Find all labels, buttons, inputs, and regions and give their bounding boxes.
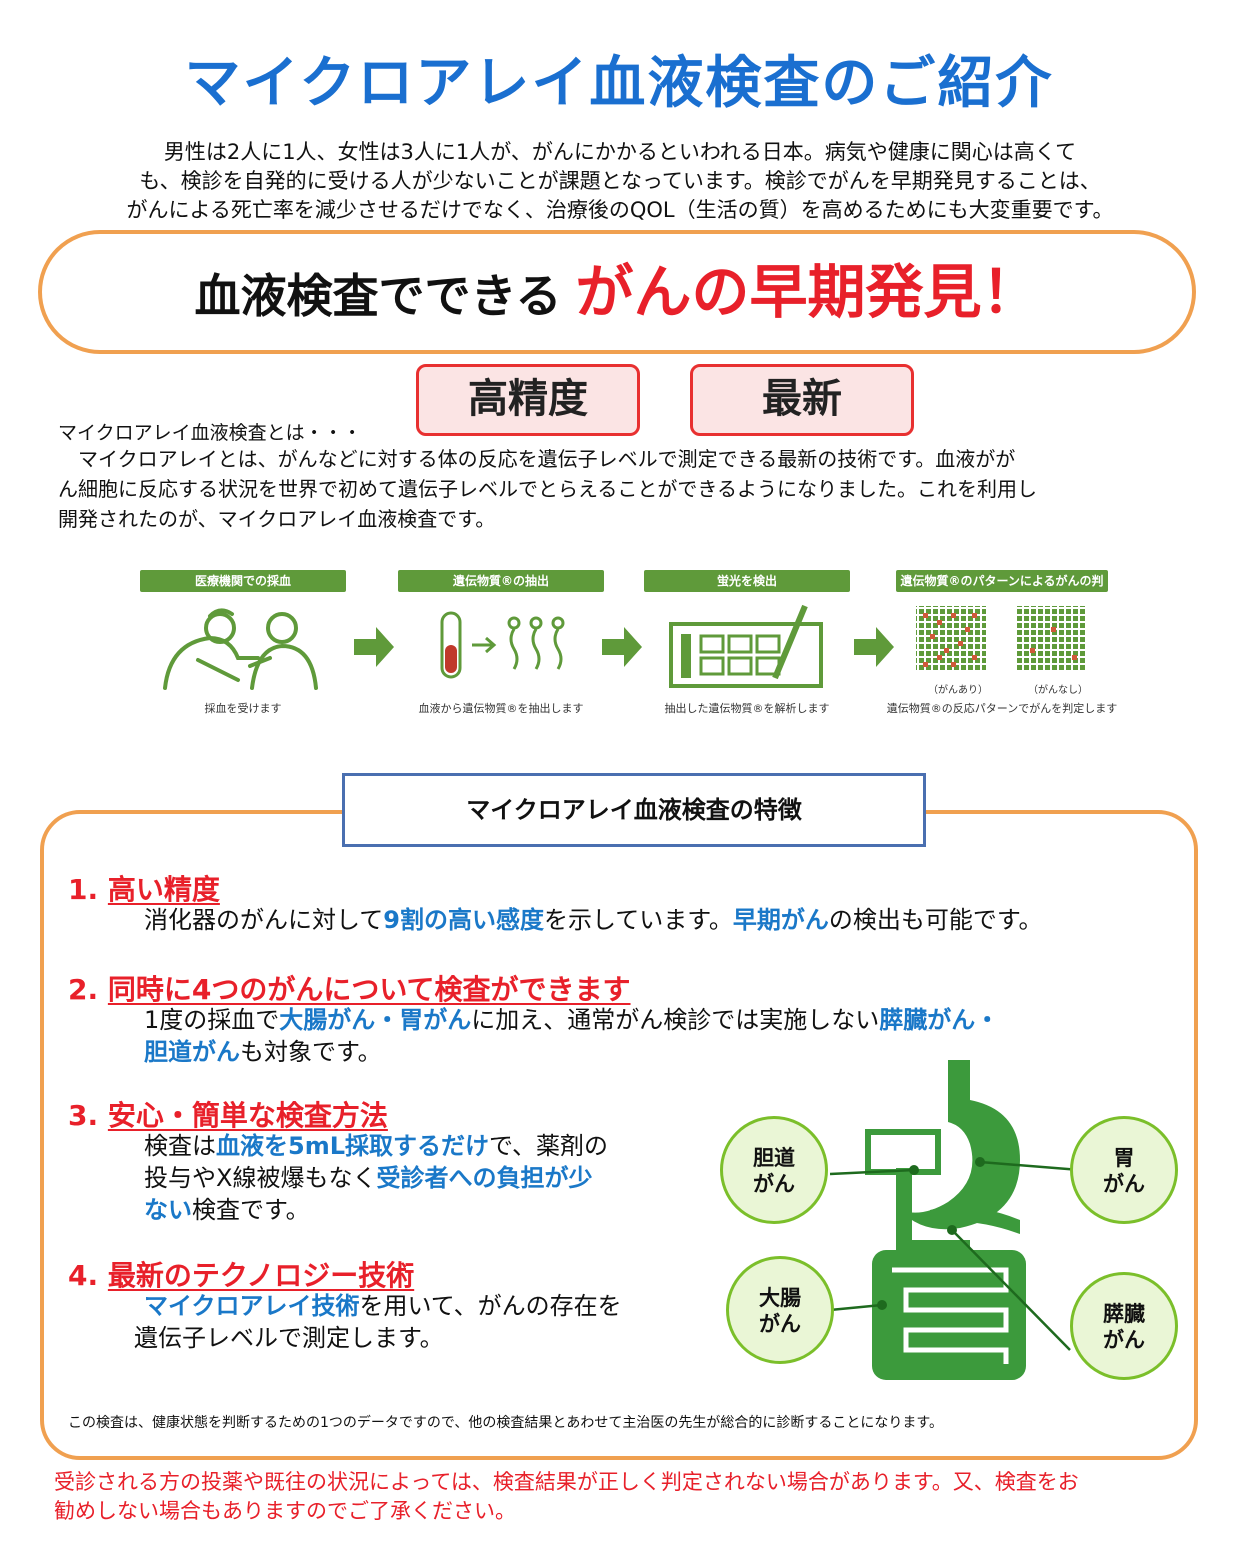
- feature-number: 1.: [68, 873, 99, 906]
- feature-body-3: 検査は血液を5mL採取するだけで、薬剤の 投与やX線被爆もなく受診者への負担が少…: [144, 1130, 608, 1226]
- highlight: 胆道がん: [144, 1038, 240, 1066]
- text: の検出も可能です。: [828, 906, 1043, 934]
- organ-suffix: がん: [1103, 1172, 1145, 1196]
- organ-suffix: がん: [753, 1172, 795, 1196]
- feature-head: 同時に4つのがんについて検査ができます: [107, 973, 631, 1006]
- highlight: 受診者への負担が少: [376, 1164, 593, 1192]
- microarray-grid-illustration: [916, 606, 1086, 672]
- arrow-right-icon: [354, 627, 394, 667]
- highlight: マイクロアレイ技術: [144, 1292, 360, 1320]
- highlight: ない: [144, 1196, 192, 1224]
- feature-body-2: 1度の採血で大腸がん・胃がんに加え、通常がん検診では実施しない膵臓がん・ 胆道が…: [144, 1004, 999, 1068]
- disclaimer-note: この検査は、健康状態を判断するための1つのデータですので、他の検査結果とあわせて…: [68, 1415, 943, 1431]
- fluorescence-illustration: [669, 604, 823, 688]
- feature-number: 2.: [68, 973, 99, 1006]
- text: で、薬剤の: [489, 1132, 609, 1160]
- feature-body-4: マイクロアレイ技術を用いて、がんの存在を 遺伝子レベルで測定します。: [134, 1290, 622, 1354]
- text: も対象です。: [240, 1038, 382, 1066]
- step-caption: 遺伝物質®の反応パターンでがんを判定します: [886, 702, 1118, 715]
- grid-sub-label: （がんあり）: [928, 685, 988, 696]
- organ-label-colon: 大腸 がん: [726, 1256, 834, 1364]
- extraction-illustration: [440, 611, 565, 679]
- intro-line: がんによる死亡率を減少させるだけでなく、治療後のQOL（生活の質）を高めるために…: [126, 198, 1114, 222]
- highlight: 9割の高い感度: [383, 906, 544, 934]
- organ-label-stomach: 胃 がん: [1070, 1116, 1178, 1224]
- arrow-right-icon: [602, 627, 642, 667]
- text: 検査は: [144, 1132, 216, 1160]
- step-caption: 血液から遺伝物質®を抽出します: [418, 702, 584, 715]
- features-title: マイクロアレイ血液検査の特徴: [342, 773, 926, 847]
- intro-line: 男性は2人に1人、女性は3人に1人が、がんにかかるといわれる日本。病気や健康に関…: [163, 140, 1077, 164]
- highlight: 膵臓がん・: [879, 1006, 1000, 1034]
- text: 検査です。: [192, 1196, 310, 1224]
- feature-heading-3: 3. 安心・簡単な検査方法: [68, 1094, 388, 1134]
- organ-name: 膵臓: [1103, 1302, 1145, 1326]
- text: を示しています。: [543, 906, 733, 934]
- step-label-judgement: 遺伝物質®のパターンによるがんの判定: [896, 570, 1108, 610]
- body-line: ん細胞に反応する状況を世界で初めて遺伝子レベルでとらえることができるようになりま…: [58, 477, 1037, 501]
- text: 投与やX線被爆もなく: [144, 1164, 377, 1192]
- headline-banner: 血液検査でできるがんの早期発見！: [38, 230, 1196, 354]
- what-is-title: マイクロアレイ血液検査とは・・・: [58, 422, 362, 444]
- organ-name: 大腸: [759, 1286, 801, 1310]
- feature-heading-1: 1. 高い精度: [68, 868, 220, 908]
- intro-paragraph: 男性は2人に1人、女性は3人に1人が、がんにかかるといわれる日本。病気や健康に関…: [80, 138, 1160, 225]
- banner-emphasis: がんの早期発見！: [575, 258, 1040, 326]
- text: 遺伝子レベルで測定します。: [134, 1324, 444, 1352]
- warning-line: 勧めしない場合もありますのでご了承ください。: [54, 1499, 516, 1523]
- organ-name: 胃: [1113, 1146, 1135, 1170]
- blood-draw-illustration: [163, 608, 318, 690]
- body-line: 開発されたのが、マイクロアレイ血液検査です。: [58, 507, 496, 531]
- warning-text: 受診される方の投薬や既往の状況によっては、検査結果が正しく判定されない場合があり…: [54, 1468, 1194, 1526]
- feature-body-1: 消化器のがんに対して9割の高い感度を示しています。早期がんの検出も可能です。: [144, 904, 1042, 936]
- digestive-organs-illustration: [830, 1060, 1080, 1380]
- step-label-blood-draw: 医療機関での採血: [140, 570, 346, 592]
- step-label-fluorescence: 蛍光を検出: [644, 570, 850, 592]
- highlight: 早期がん: [732, 906, 829, 934]
- banner-prefix: 血液検査でできる: [194, 269, 562, 323]
- organ-name: 胆道: [753, 1146, 795, 1170]
- feature-head: 高い精度: [107, 873, 220, 906]
- organ-label-pancreas: 膵臓 がん: [1070, 1272, 1178, 1380]
- step-label-extraction: 遺伝物質®の抽出: [398, 570, 604, 592]
- highlight: 大腸がん・胃がん: [279, 1006, 472, 1034]
- arrow-right-icon: [854, 627, 894, 667]
- organ-suffix: がん: [759, 1312, 801, 1336]
- feature-head: 安心・簡単な検査方法: [107, 1099, 388, 1132]
- feature-heading-4: 4. 最新のテクノロジー技術: [68, 1254, 414, 1294]
- organ-label-biliary: 胆道 がん: [720, 1116, 828, 1224]
- grid-sub-label: （がんなし）: [1028, 685, 1088, 696]
- text: 消化器のがんに対して: [144, 906, 384, 934]
- warning-line: 受診される方の投薬や既往の状況によっては、検査結果が正しく判定されない場合があり…: [54, 1470, 1079, 1494]
- step-caption: 採血を受けます: [204, 702, 282, 715]
- intro-line: も、検診を自発的に受ける人が少ないことが課題となっています。検診でがんを早期発見…: [139, 169, 1101, 193]
- text: 1度の採血で: [144, 1006, 280, 1034]
- organ-suffix: がん: [1103, 1328, 1145, 1352]
- tag-high-precision: 高精度: [416, 364, 640, 436]
- feature-head: 最新のテクノロジー技術: [107, 1259, 415, 1292]
- feature-heading-2: 2. 同時に4つのがんについて検査ができます: [68, 968, 631, 1008]
- highlight: 血液を5mL採取するだけ: [216, 1132, 489, 1160]
- what-is-body: マイクロアレイとは、がんなどに対する体の反応を遺伝子レベルで測定できる最新の技術…: [58, 444, 1168, 534]
- feature-number: 3.: [68, 1099, 99, 1132]
- tag-latest: 最新: [690, 364, 914, 436]
- text: を用いて、がんの存在を: [359, 1292, 622, 1320]
- page-title: マイクロアレイ血液検査のご紹介: [184, 51, 1054, 116]
- step-caption: 抽出した遺伝物質®を解析します: [664, 702, 830, 715]
- text: に加え、通常がん検診では実施しない: [471, 1006, 880, 1034]
- body-line: マイクロアレイとは、がんなどに対する体の反応を遺伝子レベルで測定できる最新の技術…: [58, 447, 1016, 471]
- feature-number: 4.: [68, 1259, 99, 1292]
